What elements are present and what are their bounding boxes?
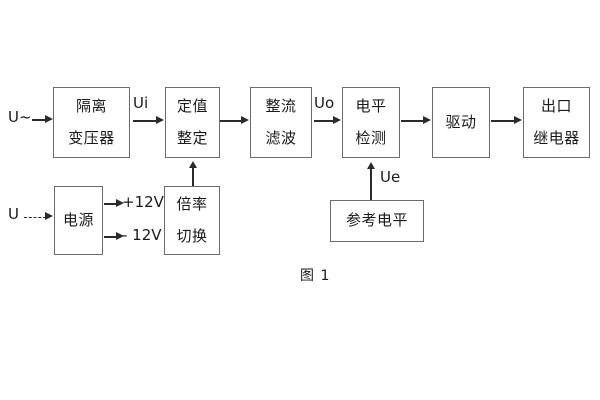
dc-input-label: U [8,205,19,223]
arrow-shaft [104,203,117,205]
arrow-shaft [133,120,157,122]
arrow-head [116,232,124,241]
block-line-1: 隔离 [75,96,107,115]
arrow-head [514,116,522,125]
arrow-drive-to-output-relay [491,116,523,125]
ac-input-label: U~ [8,108,32,126]
figure-caption: 图 1 [300,268,331,284]
arrow-shaft [370,167,372,200]
arrow-shaft [491,120,515,122]
arrow-multiplier-switch-to-setting-value [188,161,197,186]
arrow-isolation-transformer-to-setting-value [133,116,165,125]
block-reference-level[interactable]: 参考电平 [330,200,424,242]
block-setting-value[interactable]: 定值 整定 [165,87,220,158]
block-multiplier-switch[interactable]: 倍率 切换 [164,186,220,255]
block-power-supply[interactable]: 电源 [54,186,103,255]
arrow-head [156,116,164,125]
uo-label: Uo [314,94,335,112]
arrow-level-detection-to-drive [401,116,432,125]
arrow-shaft [24,217,46,218]
block-output-relay[interactable]: 出口 继电器 [523,87,590,158]
block-line-2: 整定 [176,129,208,147]
block-line-1: 出口 [540,96,572,115]
arrow-shaft [314,120,334,122]
arrow-head [333,116,341,125]
block-line-2: 变压器 [68,129,115,147]
arrow-shaft [192,166,194,186]
block-line-2: 继电器 [533,129,580,147]
pos-12v-label: +12V [122,193,164,211]
block-line-2: 切换 [176,227,208,245]
block-line-2: 检测 [355,129,387,147]
arrow-setting-value-to-rectify-filter [220,116,250,125]
block-rectify-filter[interactable]: 整流 滤波 [250,87,312,158]
arrow-shaft [32,119,46,121]
arrow-reference-level-to-level-detection [366,162,375,200]
arrow-head [45,212,53,221]
block-line-1: 倍率 [176,194,208,213]
arrow-head [366,162,375,169]
arrow-dc-input-to-power-supply [24,212,54,221]
arrow-power-supply-pos12v [104,199,124,208]
ui-label: Ui [133,94,149,112]
block-drive[interactable]: 驱动 [432,87,490,158]
arrow-rectify-filter-to-level-detection [314,116,342,125]
arrow-ac-input-to-isolation-transformer [32,115,53,124]
block-line-1: 参考电平 [345,211,408,230]
arrow-head [45,115,53,124]
block-line-1: 定值 [176,96,208,115]
neg-12v-label: - 12V [122,226,162,244]
arrow-shaft [104,236,117,238]
block-isolation-transformer[interactable]: 隔离 变压器 [53,87,130,158]
arrow-power-supply-neg12v [104,232,124,241]
arrow-head [188,161,197,168]
arrow-head [423,116,431,125]
arrow-head [241,116,249,125]
block-line-1: 电源 [62,210,94,229]
arrow-shaft [220,120,242,122]
arrow-shaft [401,120,424,122]
block-line-1: 电平 [355,96,387,115]
block-line-1: 整流 [265,96,297,115]
block-line-1: 驱动 [445,112,477,131]
block-line-2: 滤波 [265,129,297,147]
block-level-detection[interactable]: 电平 检测 [342,87,400,158]
arrow-head [116,199,124,208]
ue-label: Ue [380,168,401,186]
